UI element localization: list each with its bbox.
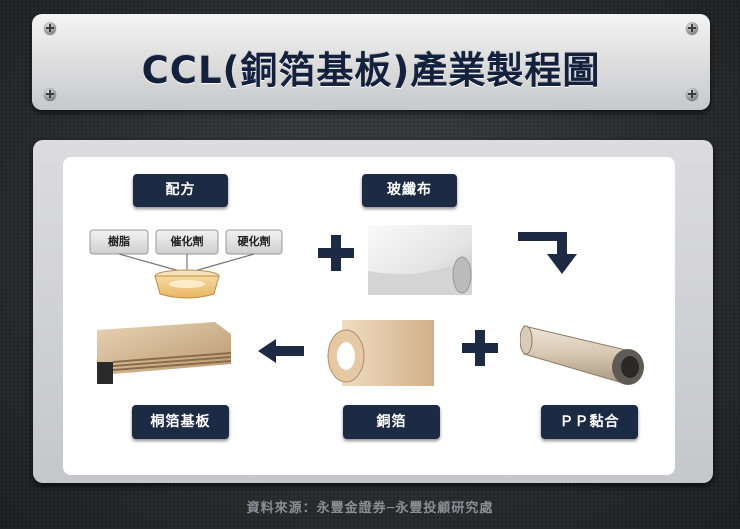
label-pp-bonding: ＰＰ黏合	[541, 405, 638, 439]
turn-down-arrow-icon	[518, 232, 577, 274]
screw-icon	[686, 88, 698, 100]
tank-label-catalyst: 催化劑	[170, 235, 204, 248]
foil-roll-icon	[327, 320, 434, 386]
tank-label-resin: 樹脂	[108, 235, 130, 248]
label-copper-foil: 銅箔	[343, 405, 440, 439]
page-title: CCL(銅箔基板)產業製程圖	[141, 49, 601, 92]
screw-icon	[686, 22, 698, 34]
mixing-tanks-icon	[89, 229, 283, 299]
plus-icon	[462, 330, 498, 366]
prepreg-roll-icon	[520, 325, 644, 385]
board-stack-icon	[97, 322, 231, 384]
left-arrow-icon	[258, 339, 304, 363]
recipe-illustration: 樹脂 催化劑 硬化劑	[88, 222, 283, 302]
pp-roll-image	[520, 320, 650, 388]
label-ccl-board: 桐箔基板	[132, 405, 229, 439]
label-recipe: 配方	[133, 174, 228, 207]
ccl-board-image	[97, 322, 231, 384]
fabric-roll-icon	[368, 225, 472, 295]
copper-foil-image	[320, 320, 434, 386]
screw-icon	[44, 88, 56, 100]
plus-icon	[318, 235, 354, 271]
screw-icon	[44, 22, 56, 34]
source-note: 資料來源：永豐金證券─永豐投顧研究處	[246, 501, 494, 516]
tank-label-hardener: 硬化劑	[237, 235, 271, 248]
label-glass-fabric: 玻纖布	[362, 174, 457, 207]
title-plate: CCL(銅箔基板)產業製程圖	[32, 14, 710, 110]
glass-fabric-image	[368, 225, 472, 295]
